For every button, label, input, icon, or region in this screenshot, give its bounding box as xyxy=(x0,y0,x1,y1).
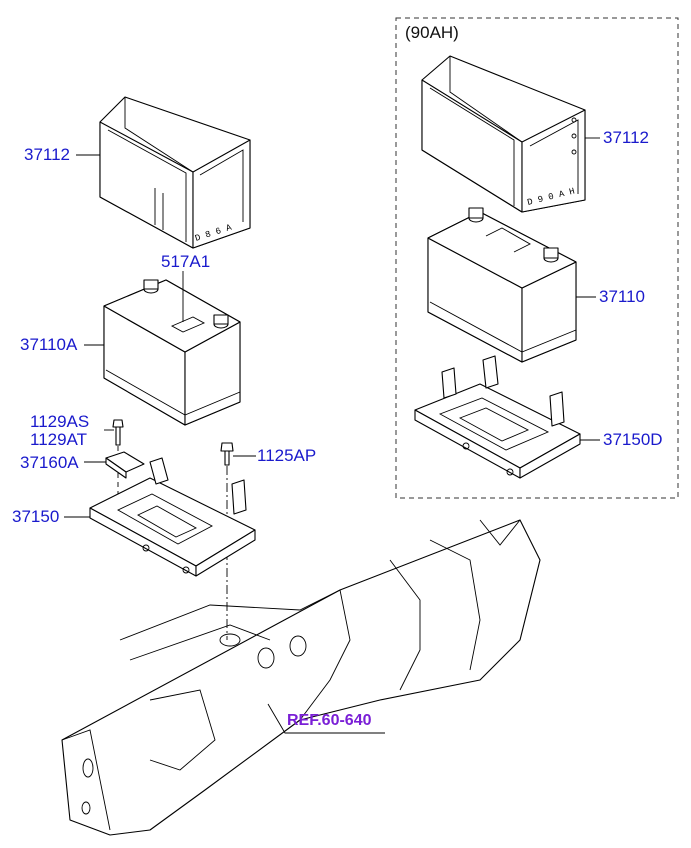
battery-cover-90ah: D 9 0 A H xyxy=(421,55,586,213)
label-reference[interactable]: REF.60-640 xyxy=(287,712,372,729)
variant-title: (90AH) xyxy=(405,23,459,42)
label-clamp[interactable]: 37160A xyxy=(20,453,79,472)
label-bolt-as[interactable]: 1129AS xyxy=(30,412,90,431)
chassis-frame xyxy=(61,519,541,836)
clamp-37160A xyxy=(105,451,145,479)
bolt-1129 xyxy=(112,419,124,446)
label-bolt-at[interactable]: 1129AT xyxy=(30,430,88,449)
battery-tray-90ah xyxy=(414,355,581,479)
battery-tray-left xyxy=(89,457,256,577)
battery-left xyxy=(103,279,241,426)
label-cover-main[interactable]: 37112 xyxy=(24,145,71,164)
label-terminal[interactable]: 517A1 xyxy=(161,252,211,271)
battery-cover-left: D 8 6 A xyxy=(99,96,251,249)
label-tray-90ah[interactable]: 37150D xyxy=(603,430,663,449)
label-cover-90ah[interactable]: 37112 xyxy=(603,128,650,147)
label-battery-90ah[interactable]: 37110 xyxy=(599,287,646,306)
label-tray-main[interactable]: 37150 xyxy=(12,507,60,526)
variant-frame xyxy=(395,17,679,499)
label-bolt-ap[interactable]: 1125AP xyxy=(257,446,317,465)
battery-90ah xyxy=(427,207,577,363)
leader-reference xyxy=(267,703,385,734)
label-battery-main[interactable]: 37110A xyxy=(20,335,78,354)
bolt-1125AP xyxy=(220,442,234,466)
